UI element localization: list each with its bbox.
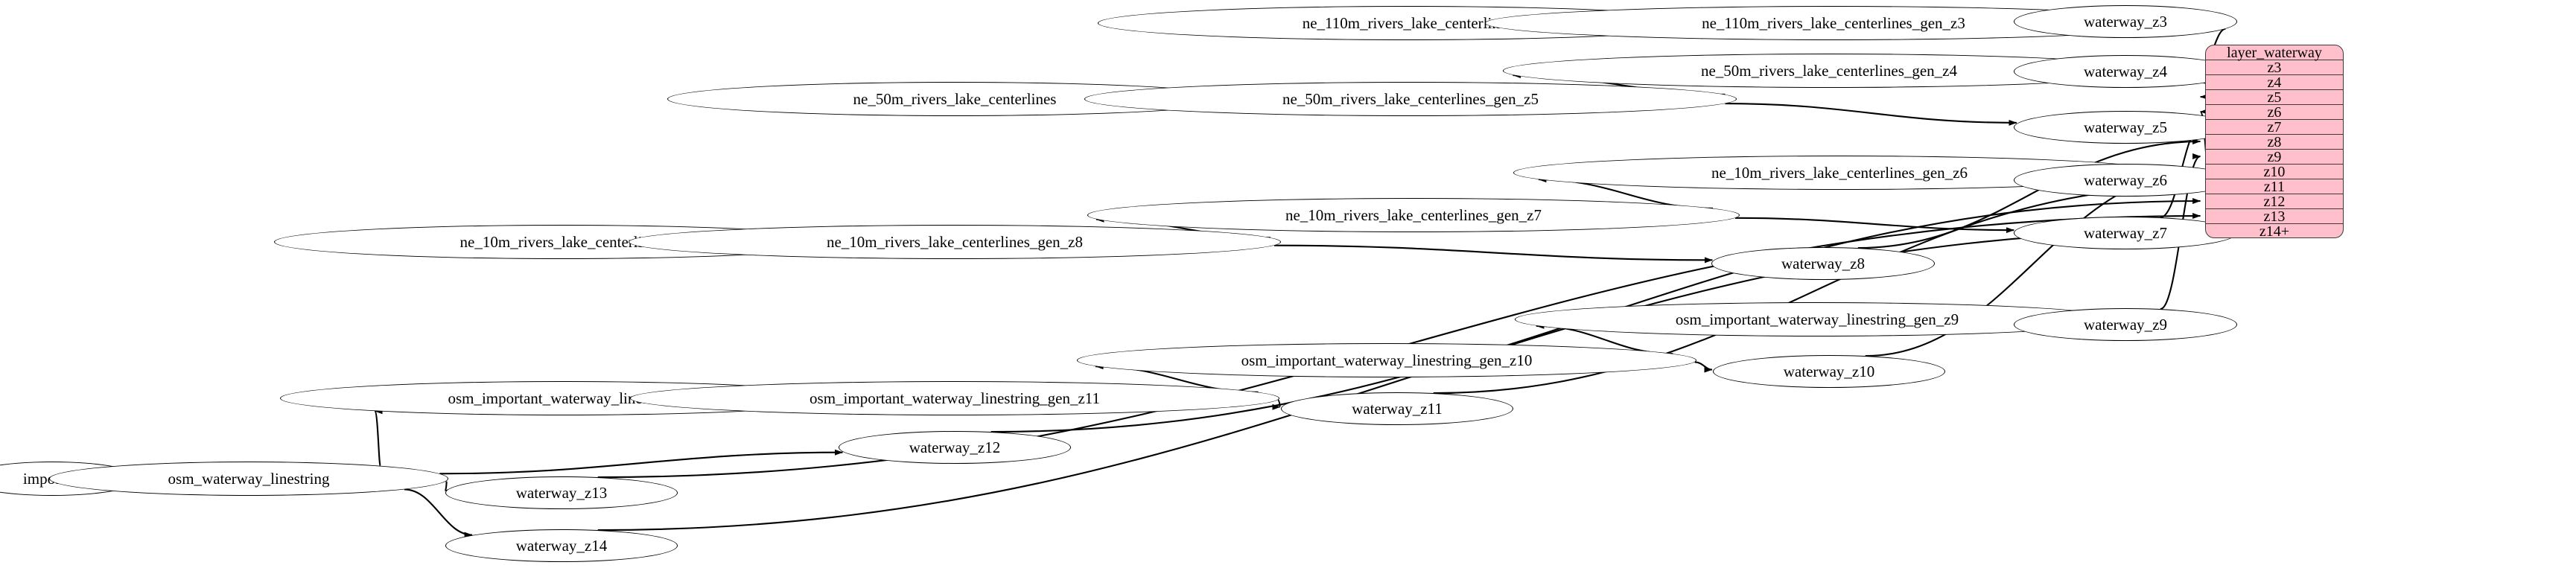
graph-node-label: waterway_z13	[515, 483, 608, 502]
graph-node-waterway_z12[interactable]: waterway_z12	[839, 431, 1071, 464]
graph-node-osm_waterway_linestring[interactable]: osm_waterway_linestring	[49, 462, 448, 496]
graph-node-waterway_z5[interactable]: waterway_z5	[2014, 111, 2237, 144]
graph-node-waterway_z10[interactable]: waterway_z10	[1713, 355, 1945, 388]
graph-node-waterway_z13[interactable]: waterway_z13	[445, 476, 678, 509]
graph-node-waterway_z11[interactable]: waterway_z11	[1281, 392, 1513, 425]
graph-node-label: ne_50m_rivers_lake_centerlines	[853, 89, 1057, 108]
graph-node-label: ne_10m_rivers_lake_centerlines_gen_z7	[1285, 205, 1542, 224]
graph-node-label: ne_10m_rivers_lake_centerlines_gen_z6	[1711, 163, 1968, 182]
record-row-z9[interactable]: z9	[2206, 150, 2343, 165]
graph-node-waterway_z14[interactable]: waterway_z14	[445, 529, 678, 562]
graph-edge	[1734, 217, 2014, 234]
graph-node-waterway_z3[interactable]: waterway_z3	[2014, 5, 2237, 38]
record-row-z5[interactable]: z5	[2206, 90, 2343, 105]
graph-node-label: ne_10m_rivers_lake_centerlines	[459, 232, 664, 251]
record-row-z7[interactable]: z7	[2206, 120, 2343, 135]
graph-node-label: ne_50m_rivers_lake_centerlines_gen_z4	[1700, 61, 1958, 80]
record-row-z12[interactable]: z12	[2206, 194, 2343, 209]
graph-node-label: waterway_z14	[515, 536, 608, 555]
graph-node-label: waterway_z6	[2084, 170, 2167, 189]
record-row-z14plus[interactable]: z14+	[2259, 223, 2290, 238]
graph-node-label: waterway_z12	[909, 438, 1001, 456]
graph-edge	[439, 449, 843, 475]
graph-node-label: ne_50m_rivers_lake_centerlines_gen_z5	[1282, 89, 1539, 108]
record-row-z11[interactable]: z11	[2206, 179, 2343, 194]
graph-node-label: ne_110m_rivers_lake_centerlines	[1302, 13, 1513, 32]
graph-edge	[1273, 244, 1713, 264]
record-row-z8[interactable]: z8	[2206, 135, 2343, 150]
graph-node-osm_important_waterway_linestring_gen_z10[interactable]: osm_important_waterway_linestring_gen_z1…	[1077, 343, 1696, 377]
graph-node-label: waterway_z3	[2084, 12, 2167, 31]
record-row-z10[interactable]: z10	[2206, 165, 2343, 179]
graph-node-osm_important_waterway_linestring_gen_z11[interactable]: osm_important_waterway_linestring_gen_z1…	[630, 381, 1279, 415]
graph-edge	[597, 228, 2201, 532]
graph-edge	[1694, 361, 1713, 373]
graph-node-label: waterway_z7	[2084, 223, 2167, 242]
graph-node-label: waterway_z5	[2084, 118, 2167, 136]
graph-edge	[374, 408, 383, 467]
graph-node-waterway_z8[interactable]: waterway_z8	[1711, 247, 1935, 280]
graph-edge	[444, 479, 454, 494]
graph-node-label: waterway_z10	[1783, 362, 1875, 380]
graph-node-waterway_z6[interactable]: waterway_z6	[2014, 164, 2237, 197]
graph-node-waterway_z4[interactable]: waterway_z4	[2014, 55, 2237, 88]
graph-node-waterway_z9[interactable]: waterway_z9	[2014, 308, 2237, 341]
record-row-z4[interactable]: z4	[2206, 75, 2343, 90]
graph-node-ne_50m_rivers_lake_centerlines_gen_z5[interactable]: ne_50m_rivers_lake_centerlines_gen_z5	[1084, 82, 1737, 116]
record-row-z13[interactable]: z13	[2206, 209, 2343, 224]
graph-node-label: osm_important_waterway_linestring_gen_z1…	[1241, 351, 1533, 369]
graph-edge	[1271, 399, 1281, 409]
graph-node-label: osm_important_waterway_linestring	[448, 389, 678, 407]
graph-node-label: ne_10m_rivers_lake_centerlines_gen_z8	[826, 232, 1084, 251]
graph-node-ne_10m_rivers_lake_centerlines_gen_z7[interactable]: ne_10m_rivers_lake_centerlines_gen_z7	[1087, 198, 1740, 232]
graph-node-label: waterway_z4	[2084, 62, 2167, 80]
record-row-z6[interactable]: z6	[2206, 105, 2343, 120]
record-table-header: layer_waterway	[2206, 45, 2343, 60]
graph-node-label: waterway_z9	[2084, 315, 2167, 334]
graph-node-label: osm_waterway_linestring	[168, 469, 330, 488]
record-row-z3[interactable]: z3	[2206, 60, 2343, 75]
graph-node-label: ne_110m_rivers_lake_centerlines_gen_z3	[1702, 13, 1965, 32]
graph-node-label: osm_important_waterway_linestring_gen_z9	[1675, 310, 1959, 328]
graph-node-label: waterway_z8	[1781, 254, 1865, 272]
graph-node-label: waterway_z11	[1352, 399, 1443, 418]
graph-node-label: osm_important_waterway_linestring_gen_z1…	[810, 389, 1100, 407]
graph-node-ne_10m_rivers_lake_centerlines_gen_z8[interactable]: ne_10m_rivers_lake_centerlines_gen_z8	[629, 225, 1281, 259]
graph-edge	[1725, 103, 2017, 126]
graph-node-waterway_z7[interactable]: waterway_z7	[2014, 217, 2237, 249]
